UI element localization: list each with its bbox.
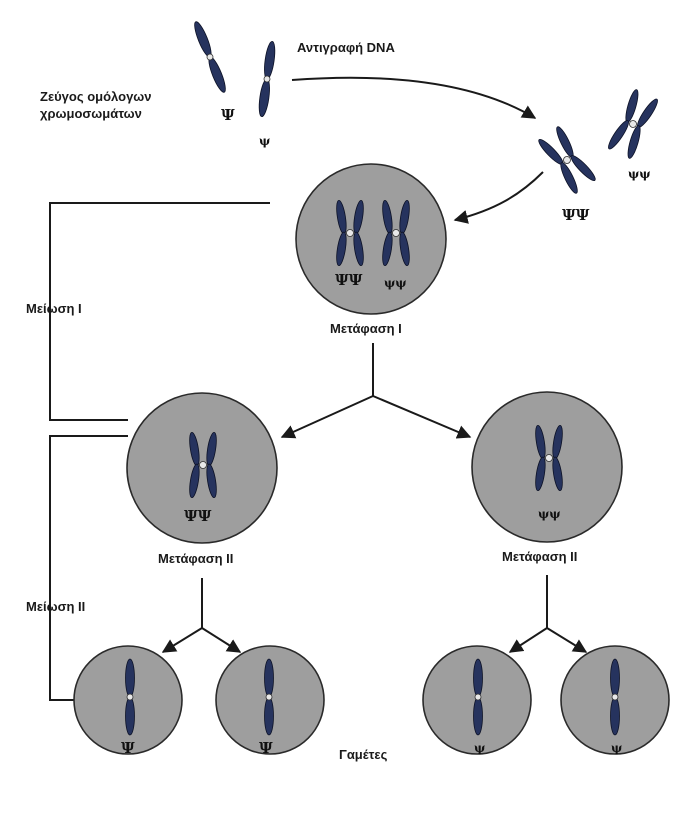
homologous-pair-label-line2: χρωμοσωμάτων [40,106,142,121]
replicated-allele-recessive-label: ψψ [628,167,651,181]
metaphase-2-left-label: Μετάφαση ΙΙ [158,551,233,566]
metaphase-2-left-cell: ΨΨ [126,392,278,544]
metaphase-2-right-label: Μετάφαση ΙΙ [502,549,577,564]
gamete-1-allele: Ψ [121,739,135,757]
metaphase-1-label: Μετάφαση Ι [330,321,402,336]
metaphase-1-allele-recessive: ψψ [384,276,407,290]
gamete-4-allele: ψ [611,741,622,755]
replicated-chromosome-dominant [535,123,599,197]
metaphase-2-right-cell: ψψ [471,391,623,543]
metaphase-2-right-split-arrows [508,575,588,653]
gamete-1: Ψ [73,645,183,757]
gamete-4: ψ [560,645,670,755]
metaphase-1-allele-dominant: ΨΨ [335,271,363,289]
metaphase-1-cell: ΨΨ ψψ [295,163,447,315]
metaphase-2-right-allele: ψψ [538,507,561,521]
gamete-3-allele: ψ [474,741,485,755]
allele-recessive-label: ψ [259,134,270,148]
chromosome-recessive-unreplicated [256,40,278,118]
gamete-1-chromosome [125,658,135,736]
metaphase-1-split-arrows [280,343,472,439]
metaphase-2-left-allele: ΨΨ [184,507,212,525]
gamete-3-chromosome [473,658,483,736]
chromosome-dominant-unreplicated [191,19,229,95]
gamete-2-allele: Ψ [259,739,273,757]
replicated-allele-dominant-label: ΨΨ [562,206,590,224]
gamete-2-chromosome [264,658,274,736]
homologous-pair-label-line1: Ζεύγος ομόλογων [40,89,152,104]
allele-dominant-label: Ψ [221,106,235,124]
dna-replication-label: Αντιγραφή DNA [297,40,395,55]
arrow-to-metaphase-1 [453,171,544,224]
replication-arrow [291,76,537,119]
meiosis-2-label: Μείωση ΙΙ [26,599,85,614]
gamete-4-chromosome [610,658,620,736]
replicated-chromosome-recessive [604,87,662,161]
replicated-chromosomes: ΨΨ ψψ [535,87,662,224]
gamete-2: Ψ [215,645,325,757]
meiosis-2-bracket [49,435,128,701]
gametes-label: Γαμέτες [339,747,388,762]
homologous-pair: Ψ ψ [191,19,278,148]
gamete-3: ψ [422,645,532,755]
meiosis-1-label: Μείωση Ι [26,301,82,316]
meiosis-1-bracket [49,202,270,421]
metaphase-2-left-split-arrows [161,578,242,653]
